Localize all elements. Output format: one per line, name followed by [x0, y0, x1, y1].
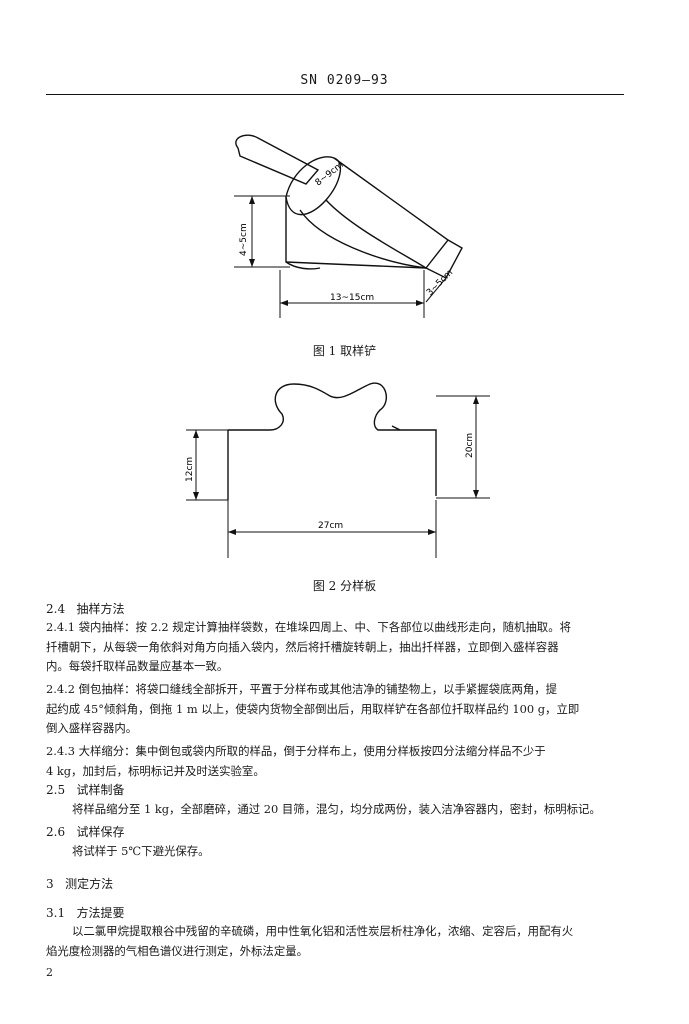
paragraph-3-1: 以二氯甲烷提取粮谷中残留的辛硫磷，用中性氧化铝和活性炭层析柱净化，浓缩、定容后，…	[46, 922, 630, 961]
paragraph-2-5: 将样品缩分至 1 kg，全部磨碎，通过 20 目筛，混匀，均分成两份，装入洁净容…	[72, 800, 656, 820]
section-number: 2.5	[46, 783, 66, 797]
document-code-header: SN 0209—93	[300, 73, 389, 88]
text-line: 4 kg，加封后，标明标记并及时送实验室。	[46, 763, 265, 778]
section-number: 2.6	[46, 825, 66, 839]
figure-1-dim-right: 3~5cm	[425, 268, 455, 298]
figure-2-dim-right: 20cm	[465, 433, 475, 458]
text-line: 倒入盛样容器内。	[46, 721, 138, 735]
section-number: 2.4	[46, 602, 66, 616]
figure-1-scoop-drawing: 8~9cm 4~5cm 13~15cm 3~5cm	[234, 134, 463, 318]
figure-1-caption: 图 1 取样铲	[312, 344, 377, 358]
text-line: 起约成 45°倾斜角，倒拖 1 m 以上，使袋内货物全部倒出后，用取样铲在各部位…	[46, 701, 580, 716]
section-title: 试样保存	[76, 825, 125, 839]
section-title: 试样制备	[76, 783, 125, 797]
header-rule	[46, 94, 624, 95]
figure-2-caption: 图 2 分样板	[312, 579, 377, 593]
section-title: 方法提要	[76, 906, 125, 920]
text-line: 焰光度检测器的气相色谱仪进行测定，外标法定量。	[46, 943, 308, 958]
figure-2-board-drawing: 12cm 20cm 27cm	[185, 382, 490, 558]
paragraph-2-4-3: 2.4.3 大样缩分：集中倒包或袋内所取的样品，倒于分样布上，使用分样板按四分法…	[46, 742, 630, 781]
paragraph-2-4-2: 2.4.2 倒包抽样：将袋口缝线全部拆开，平置于分样布或其他洁净的铺垫物上，以手…	[46, 680, 630, 739]
text-line: 2.4.2 倒包抽样：将袋口缝线全部拆开，平置于分样布或其他洁净的铺垫物上，以手…	[46, 682, 558, 696]
figure-2-dim-left: 12cm	[185, 457, 195, 482]
figure-2-dim-bottom: 27cm	[318, 521, 343, 531]
figure-1-dim-bottom: 13~15cm	[330, 293, 374, 303]
figure-1-dim-left: 4~5cm	[239, 223, 249, 256]
text-line: 2.4.1 袋内抽样：按 2.2 规定计算抽样袋数，在堆垛四周上、中、下各部位以…	[46, 620, 571, 634]
text-line: 扦槽朝下，从每袋一角依斜对角方向插入袋内，然后将扦槽旋转朝上，抽出扦样器，立即倒…	[46, 639, 559, 654]
section-heading-2-6: 2.6 试样保存	[46, 823, 125, 840]
section-heading-2-5: 2.5 试样制备	[46, 781, 125, 798]
text-line: 将样品缩分至 1 kg，全部磨碎，通过 20 目筛，混匀，均分成两份，装入洁净容…	[72, 802, 601, 816]
section-number: 3	[46, 877, 54, 891]
text-line: 将试样于 5℃下避光保存。	[72, 844, 210, 858]
page-number: 2	[46, 966, 53, 979]
section-heading-3: 3 测定方法	[46, 875, 113, 892]
section-title: 测定方法	[65, 877, 114, 891]
paragraph-2-4-1: 2.4.1 袋内抽样：按 2.2 规定计算抽样袋数，在堆垛四周上、中、下各部位以…	[46, 618, 630, 677]
figure-1-dim-top: 8~9cm	[314, 160, 346, 188]
text-line: 内。每袋扦取样品数量应基本一致。	[46, 659, 229, 673]
section-heading-2-4: 2.4 抽样方法	[46, 600, 125, 617]
section-number: 3.1	[46, 906, 66, 920]
text-line: 以二氯甲烷提取粮谷中残留的辛硫磷，用中性氧化铝和活性炭层析柱净化，浓缩、定容后，…	[72, 924, 574, 938]
text-line: 2.4.3 大样缩分：集中倒包或袋内所取的样品，倒于分样布上，使用分样板按四分法…	[46, 744, 546, 758]
section-heading-3-1: 3.1 方法提要	[46, 904, 125, 921]
paragraph-2-6: 将试样于 5℃下避光保存。	[72, 842, 656, 862]
section-title: 抽样方法	[76, 602, 125, 616]
